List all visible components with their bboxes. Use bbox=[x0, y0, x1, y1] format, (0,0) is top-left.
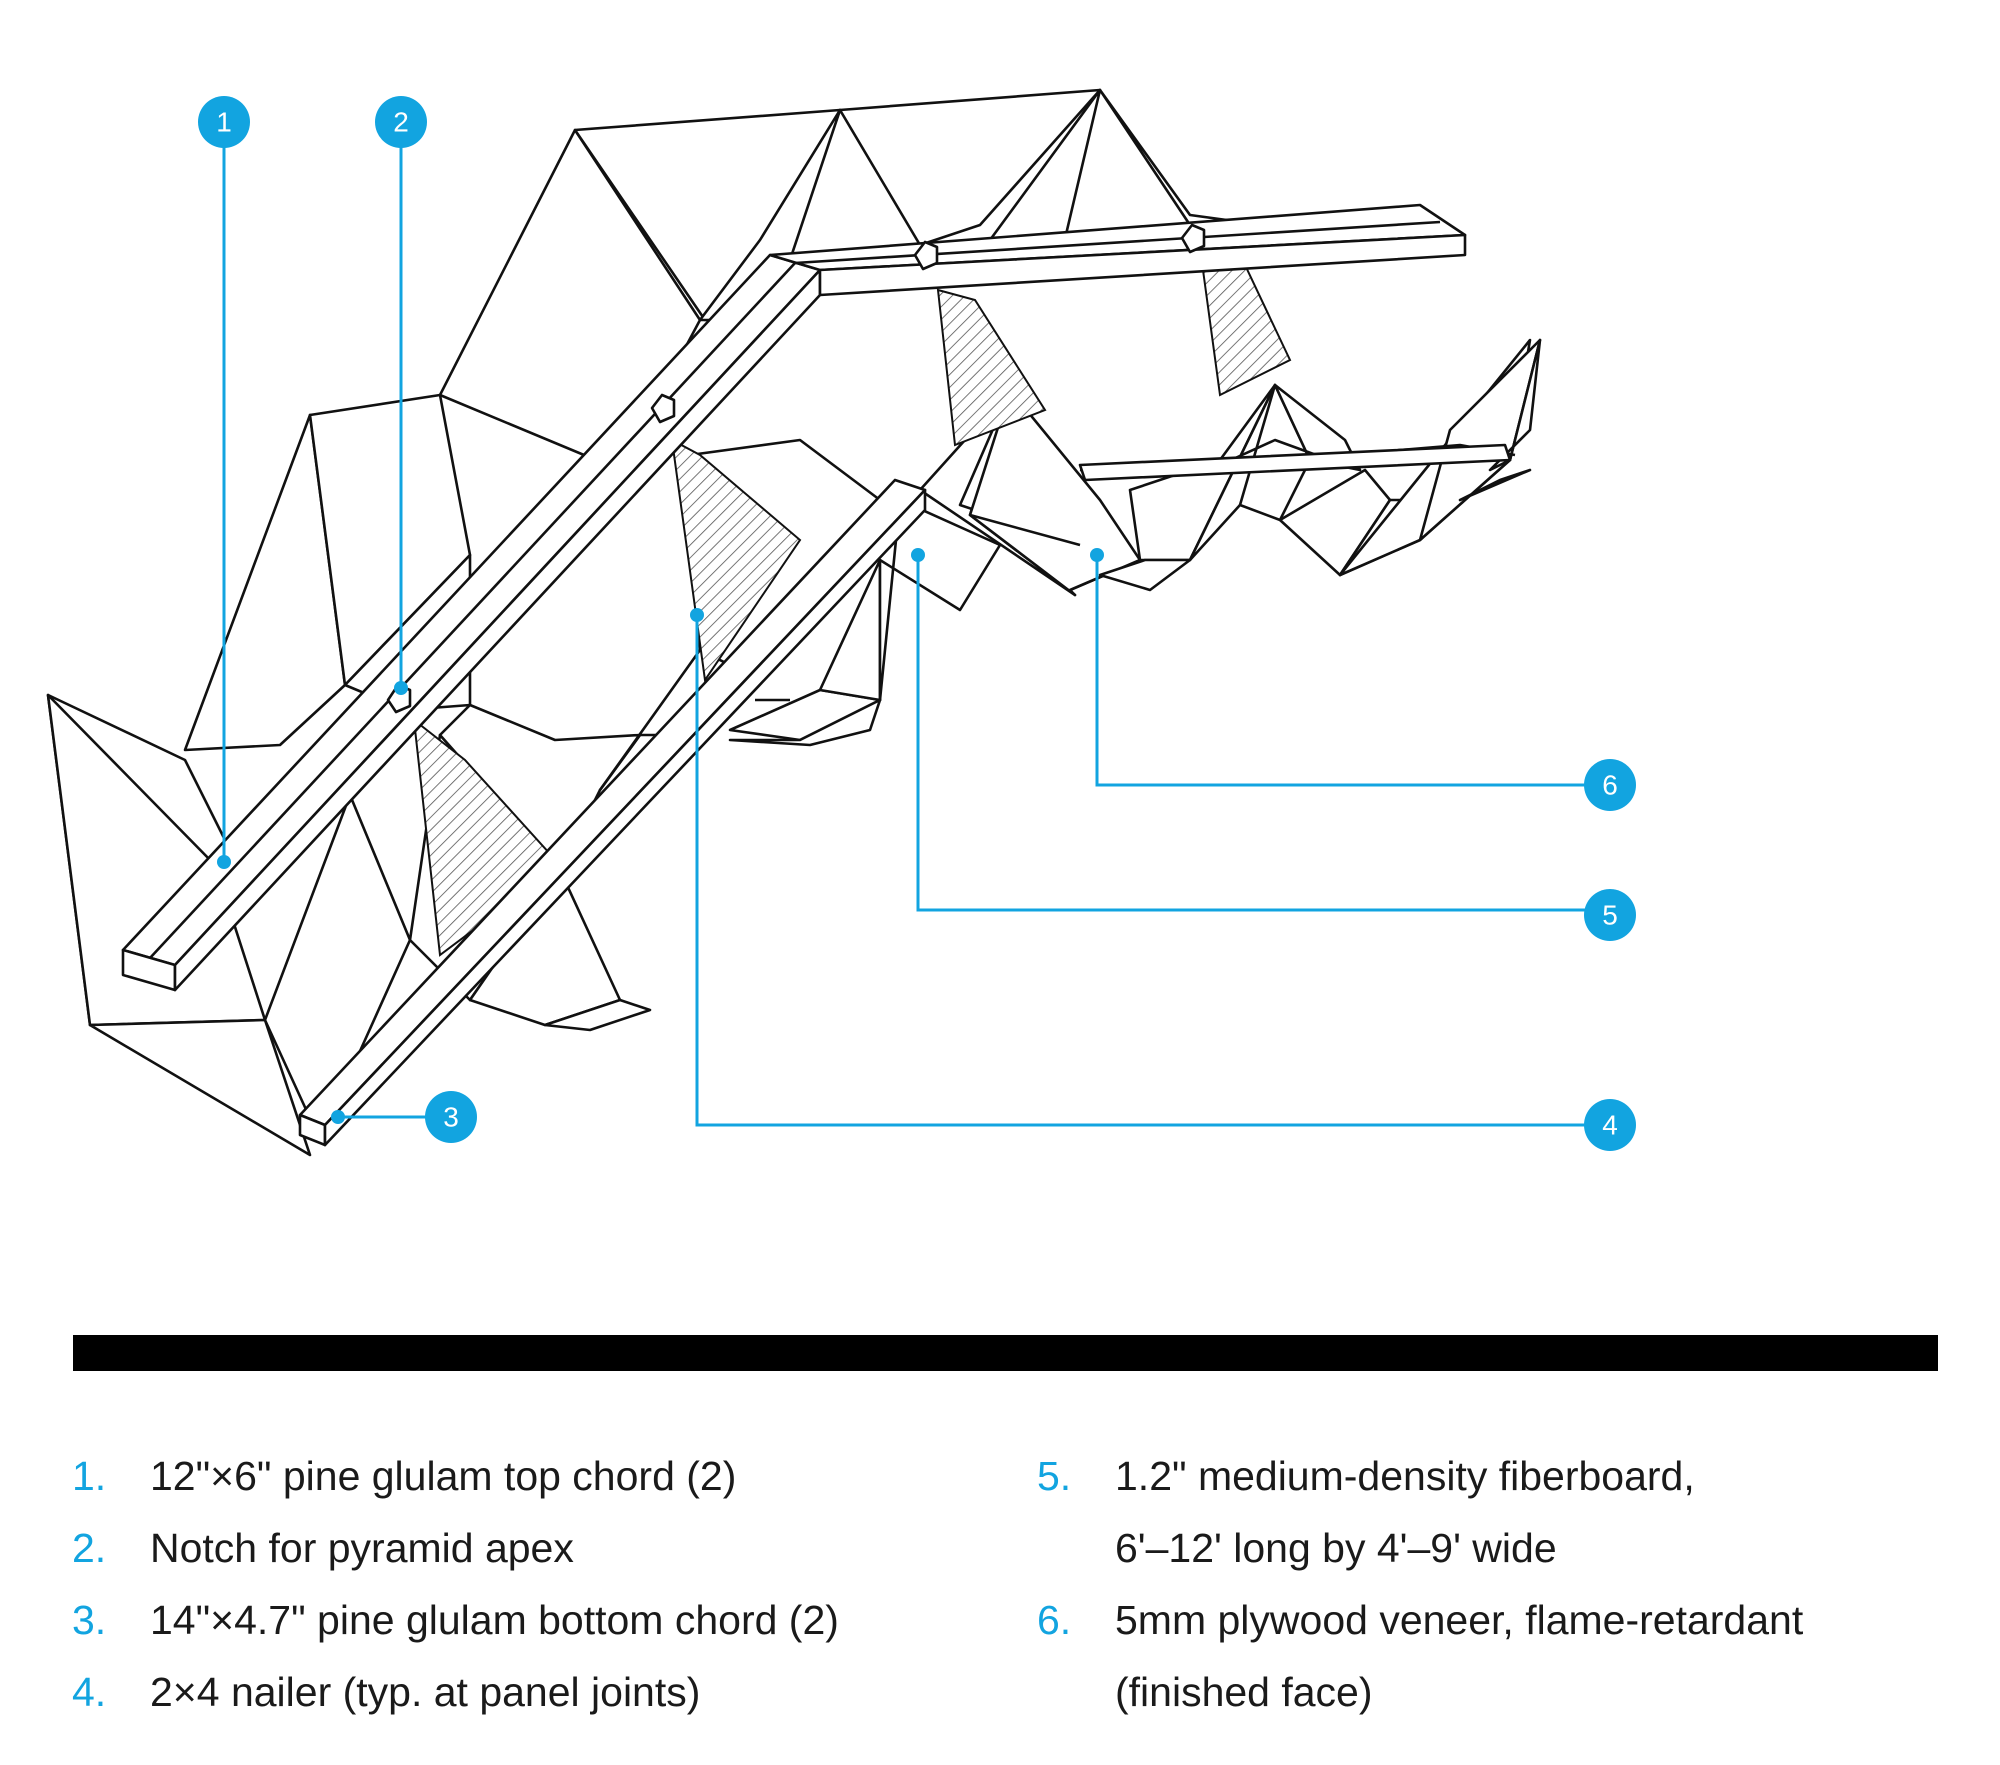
callout-4: 4 bbox=[1584, 1099, 1636, 1151]
legend-item: 1. 12"×6" pine glulam top chord (2) bbox=[72, 1440, 1002, 1512]
folded-plate-panels bbox=[46, 88, 1542, 1157]
legend-item: 3. 14"×4.7" pine glulam bottom chord (2) bbox=[72, 1584, 1002, 1656]
legend-number: 5. bbox=[1037, 1453, 1072, 1499]
legend-item: 5. 1.2" medium-density fiberboard, 6'–12… bbox=[1037, 1440, 1967, 1584]
legend-left: 1. 12"×6" pine glulam top chord (2) 2. N… bbox=[72, 1440, 1002, 1728]
legend-text: Notch for pyramid apex bbox=[150, 1525, 574, 1571]
legend-number: 3. bbox=[72, 1597, 107, 1643]
callout-6: 6 bbox=[1584, 759, 1636, 811]
callout-6-label: 6 bbox=[1602, 770, 1618, 801]
legend-text: 14"×4.7" pine glulam bottom chord (2) bbox=[150, 1597, 839, 1643]
callout-3-label: 3 bbox=[443, 1102, 459, 1133]
callout-3: 3 bbox=[425, 1091, 477, 1143]
legend-number: 4. bbox=[72, 1669, 107, 1715]
legend-number: 1. bbox=[72, 1453, 107, 1499]
notch-markers bbox=[386, 223, 1206, 714]
bottom-chord bbox=[298, 443, 1512, 1147]
callout-1: 1 bbox=[198, 96, 250, 148]
callout-2-label: 2 bbox=[393, 107, 409, 138]
callout-5: 5 bbox=[1584, 889, 1636, 941]
legend-text: 5mm plywood veneer, flame-retardant (fin… bbox=[1115, 1597, 1804, 1715]
structure-diagram: 1 2 3 4 5 6 bbox=[46, 88, 1636, 1157]
callout-1-label: 1 bbox=[216, 107, 232, 138]
legend-text: 2×4 nailer (typ. at panel joints) bbox=[150, 1669, 701, 1715]
leader-lines bbox=[222, 123, 1610, 1127]
legend-item: 4. 2×4 nailer (typ. at panel joints) bbox=[72, 1656, 1002, 1728]
legend-right: 5. 1.2" medium-density fiberboard, 6'–12… bbox=[1037, 1440, 1967, 1728]
legend-item: 2. Notch for pyramid apex bbox=[72, 1512, 1002, 1584]
legend-item: 6. 5mm plywood veneer, flame-retardant (… bbox=[1037, 1584, 1967, 1728]
leader-endpoints bbox=[217, 548, 1104, 1124]
top-chord bbox=[121, 203, 1467, 992]
legend-number: 6. bbox=[1037, 1597, 1072, 1643]
legend-text: 12"×6" pine glulam top chord (2) bbox=[150, 1453, 737, 1499]
callout-5-label: 5 bbox=[1602, 900, 1618, 931]
callout-2: 2 bbox=[375, 96, 427, 148]
legend-text: 1.2" medium-density fiberboard, 6'–12' l… bbox=[1115, 1453, 1695, 1571]
legend-number: 2. bbox=[72, 1525, 107, 1571]
legend-divider bbox=[73, 1335, 1938, 1371]
callout-4-label: 4 bbox=[1602, 1110, 1618, 1141]
